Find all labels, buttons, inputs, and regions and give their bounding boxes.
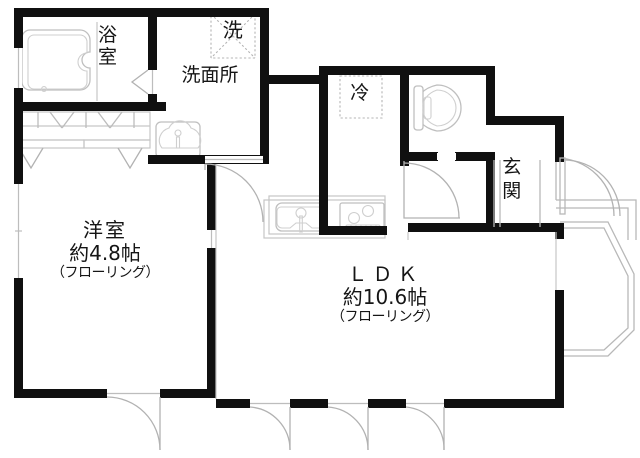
western-room-name: 洋室 — [83, 218, 127, 242]
bay-window-fixture — [560, 221, 635, 357]
ldk-size: 約10.6帖 — [342, 285, 428, 310]
balcony-door-3 — [405, 400, 445, 451]
toilet-fixture — [413, 84, 462, 132]
entrance-label-char1: 玄 — [502, 156, 522, 178]
guide-lines — [215, 164, 557, 399]
doors — [106, 69, 621, 451]
room-label-bathroom: 浴 室 — [78, 24, 138, 68]
entry-area-lines — [555, 157, 637, 240]
genkan-threshold — [493, 160, 541, 227]
washing-machine-label: 洗 — [222, 18, 244, 42]
closet-fixture — [18, 111, 151, 170]
vanity-sink-fixture — [155, 120, 202, 159]
balcony-door-1 — [249, 400, 291, 451]
bathroom-label-char1: 浴 — [97, 24, 118, 46]
room-label-entrance: 玄 関 — [498, 156, 526, 204]
room-label-ldk: ＬＤＫ 約10.6帖 （フローリング） — [300, 262, 470, 326]
bathroom-label-char2: 室 — [97, 46, 118, 69]
refrigerator-space — [339, 75, 383, 119]
room-label-washroom: 洗面所 — [181, 64, 239, 86]
ldk-name: ＬＤＫ — [347, 262, 423, 286]
western-room-size: 約4.8帖 — [69, 241, 141, 266]
balcony-door-2 — [327, 400, 369, 451]
room-label-western-room: 洋室 約4.8帖 （フローリング） — [30, 218, 180, 282]
ldk-flooring: （フローリング） — [331, 309, 440, 326]
bathroom-door — [130, 69, 157, 95]
refrigerator-label: 冷 — [350, 82, 370, 104]
toilet-door — [403, 153, 460, 219]
western-room-flooring: （フローリング） — [51, 265, 160, 282]
entrance-door — [559, 157, 621, 217]
bedroom-door — [106, 390, 161, 451]
windows — [15, 48, 215, 278]
entrance-label-char2: 関 — [502, 179, 522, 202]
